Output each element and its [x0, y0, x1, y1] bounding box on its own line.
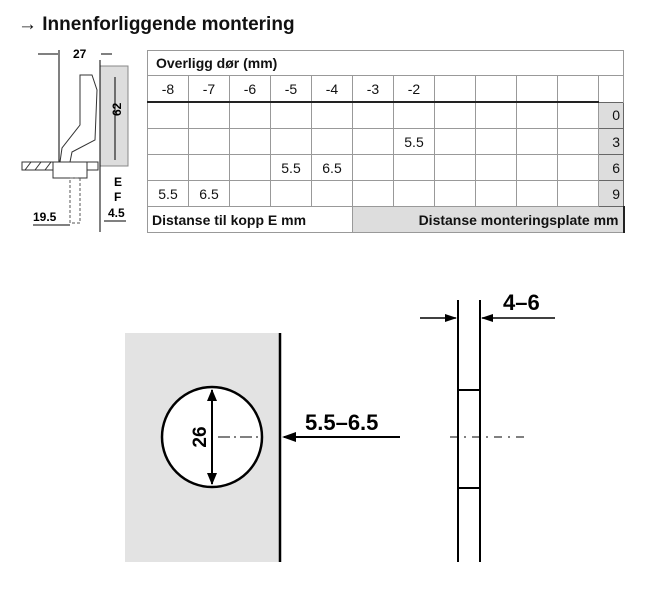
- page-title: → Innenforliggende montering: [18, 14, 295, 35]
- plate-distance-cell: 6: [598, 154, 624, 181]
- plate-distance-label: 4–6: [503, 290, 540, 315]
- footer-cup-distance: Distanse til kopp E mm: [147, 206, 353, 233]
- table-cell: 5.5: [270, 154, 312, 181]
- label-f: F: [114, 190, 121, 204]
- table-cell: [557, 154, 599, 181]
- table-cell: [475, 128, 517, 155]
- column-header: [557, 75, 599, 103]
- plate-distance-cell: 0: [598, 101, 624, 129]
- column-header: [516, 75, 558, 103]
- table-cell: [352, 180, 394, 207]
- table-cell: [516, 180, 558, 207]
- table-cell: 6.5: [188, 180, 230, 207]
- table-cell: [557, 180, 599, 207]
- table-cell: [516, 154, 558, 181]
- plate-distance-cell: 9: [598, 180, 624, 207]
- column-header: -8: [147, 75, 189, 103]
- column-header: [598, 75, 624, 102]
- table-cell: [311, 101, 353, 129]
- table-cell: [311, 180, 353, 207]
- dim-62: 62: [110, 102, 124, 116]
- dim-19-5: 19.5: [33, 210, 57, 224]
- table-cell: [229, 101, 271, 129]
- label-e: E: [114, 175, 122, 189]
- table-cell: [147, 128, 189, 155]
- table-cell: [434, 180, 476, 207]
- dim-27: 27: [73, 47, 87, 61]
- column-header: -7: [188, 75, 230, 103]
- table-cell: [393, 101, 435, 129]
- table-cell: [270, 101, 312, 129]
- footer-plate-distance: Distanse monteringsplate mm: [352, 206, 625, 233]
- table-cell: [270, 180, 312, 207]
- table-cell: [270, 128, 312, 155]
- table-cell: [393, 154, 435, 181]
- table-cell: [352, 128, 394, 155]
- table-cell: [229, 154, 271, 181]
- table-cell: [557, 101, 599, 129]
- table-cell: 6.5: [311, 154, 353, 181]
- column-header: -6: [229, 75, 271, 103]
- table-cell: [229, 180, 271, 207]
- table-cell: [311, 128, 353, 155]
- table-cell: [352, 154, 394, 181]
- table-cell: [352, 101, 394, 129]
- cup-diameter-label: 26: [190, 426, 211, 447]
- table-cell: [188, 128, 230, 155]
- table-cell: [475, 180, 517, 207]
- dim-4-5: 4.5: [108, 206, 125, 220]
- table-cell: [393, 180, 435, 207]
- table-cell: [147, 101, 189, 129]
- table-cell: [434, 128, 476, 155]
- table-cell: [557, 128, 599, 155]
- column-header: -3: [352, 75, 394, 103]
- column-header: [434, 75, 476, 103]
- table-cell: [147, 154, 189, 181]
- column-header: -4: [311, 75, 353, 103]
- table-cell: [516, 101, 558, 129]
- edge-distance-label: 5.5–6.5: [305, 410, 378, 435]
- table-cell: 5.5: [393, 128, 435, 155]
- column-header: -5: [270, 75, 312, 103]
- table-cell: [475, 154, 517, 181]
- cup-drilling-diagram: 26 5.5–6.5: [125, 333, 400, 562]
- mounting-plate-diagram: 4–6: [420, 290, 555, 562]
- table-cell: [434, 101, 476, 129]
- table-cell: [188, 101, 230, 129]
- table-cell: [229, 128, 271, 155]
- column-header: [475, 75, 517, 103]
- table-cell: [188, 154, 230, 181]
- table-row: 0: [147, 101, 624, 129]
- table-cell: 5.5: [147, 180, 189, 207]
- plate-distance-cell: 3: [598, 128, 624, 155]
- table-cell: [516, 128, 558, 155]
- table-cell: [475, 101, 517, 129]
- table-cell: [434, 154, 476, 181]
- table-header: Overligg dør (mm): [147, 50, 624, 76]
- column-header: -2: [393, 75, 435, 103]
